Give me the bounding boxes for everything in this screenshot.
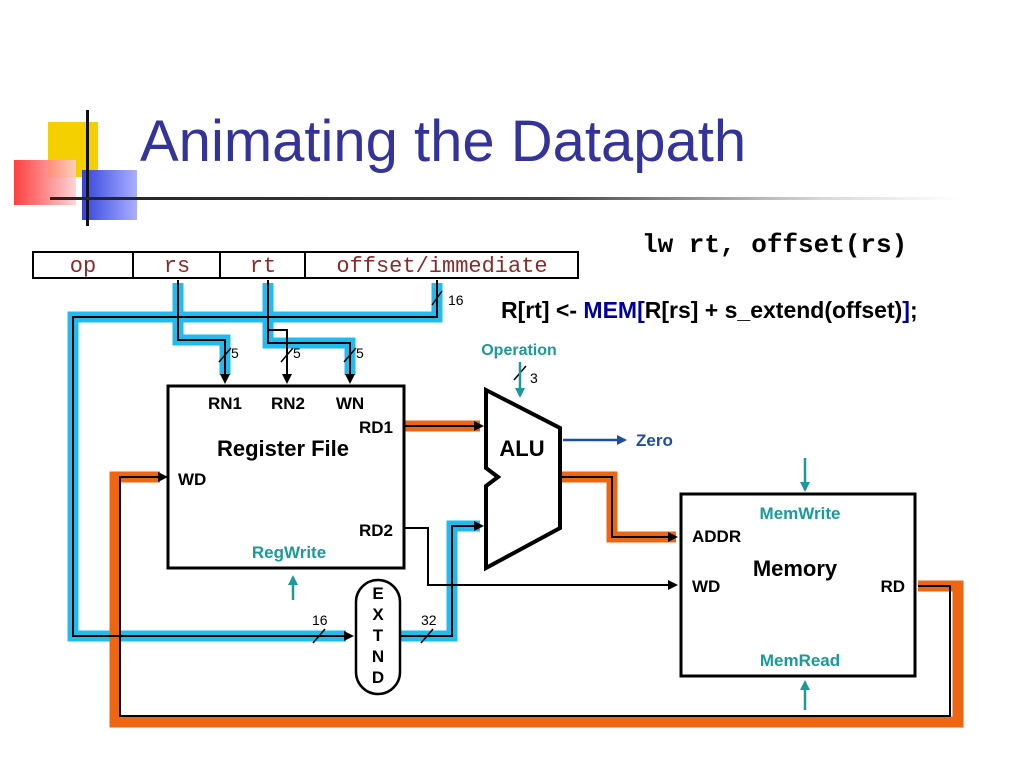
rtl-statement: R[rt] <- MEM[R[rs] + s_extend(offset)]; [501,297,918,324]
regfile-title: Register File [217,436,349,461]
field-offset: offset/immediate [336,254,547,279]
memory-wd: WD [692,577,720,596]
memory-title: Memory [753,556,838,581]
instruction-format: op rs rt offset/immediate [32,251,579,279]
register-file: RN1 RN2 WN Register File WD RD1 RD2 RegW… [166,384,406,570]
data-memory: MemWrite ADDR Memory WD RD MemRead [679,492,917,678]
width-ext-in: 16 [312,612,328,628]
width-rn1: 5 [231,345,239,361]
rtl-dest: R[rt] <- [501,297,584,323]
extend-letter-d: D [372,668,384,687]
datapath-wires [72,280,951,717]
width-offset: 16 [448,292,464,308]
sign-extend-unit: E X T N D [354,578,402,696]
regfile-rd1: RD1 [359,418,393,437]
regfile-wn: WN [336,394,364,413]
extend-letter-e: E [372,584,383,603]
rtl-mem-close: ] [902,297,910,323]
field-op: op [70,254,96,279]
bus-width-marks [218,290,527,644]
width-operation: 3 [530,370,538,386]
corner-vertical-line [86,110,89,226]
alu: ALU [484,386,562,572]
extend-letter-t: T [373,626,384,645]
field-rt: rt [250,254,276,279]
alu-label: ALU [499,436,544,461]
rtl-semicolon: ; [909,297,918,323]
rtl-address-expr: R[rs] + s_extend(offset) [644,297,903,323]
regfile-rn2: RN2 [271,394,305,413]
rtl-mem-open: MEM[ [583,297,645,323]
width-ext-out: 32 [421,612,437,628]
instruction-text: lw rt, offset(rs) [642,230,908,260]
memory-rd: RD [880,577,905,596]
regfile-wd: WD [178,470,206,489]
regfile-rd2: RD2 [359,521,393,540]
memwrite-label: MemWrite [760,504,841,523]
zero-label: Zero [636,431,673,450]
operation-label: Operation [481,342,557,359]
regfile-rn1: RN1 [208,394,242,413]
corner-blue-square [82,170,137,220]
regwrite-label: RegWrite [252,543,326,562]
width-wn: 5 [356,345,364,361]
field-rs: rs [164,254,190,279]
memread-label: MemRead [760,651,840,670]
memory-addr: ADDR [692,527,741,546]
title-underline [50,197,960,200]
width-rn2: 5 [293,345,301,361]
extend-letter-n: N [372,647,384,666]
extend-letter-x: X [372,605,384,624]
page-title: Animating the Datapath [140,109,747,174]
